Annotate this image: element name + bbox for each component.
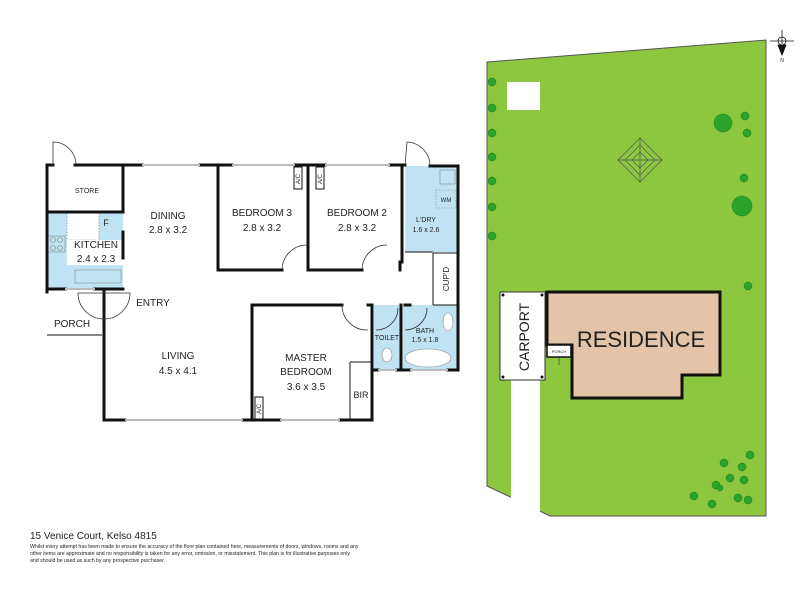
master-label-1: MASTER (285, 353, 327, 364)
kitchen-label: KITCHEN (74, 240, 118, 251)
laundry-label: L'DRY (416, 217, 436, 224)
living-size: 4.5 x 4.1 (159, 366, 198, 377)
toilet-label: TOILET (375, 335, 400, 342)
bir-label: BIR (353, 390, 369, 400)
carport (499, 291, 546, 381)
living-label: LIVING (162, 351, 195, 362)
bath-size: 1.5 x 1.8 (412, 337, 439, 344)
carport-label: CARPORT (516, 302, 532, 371)
driveway (511, 380, 540, 516)
dining-label: DINING (151, 211, 186, 222)
laundry-area (405, 166, 458, 252)
shed (507, 82, 540, 110)
floor-plan: STORE F KITCHEN 2.4 x 2.3 DINING 2.8 x 3… (45, 141, 460, 422)
ac-label-master: A/C (257, 403, 263, 414)
ac-label-bed3: A/C (296, 173, 302, 184)
property-address: 15 Venice Court, Kelso 4815 (30, 531, 157, 542)
site-porch-label: PORCH (552, 349, 567, 354)
ac-label-bed2: A/C (318, 173, 324, 184)
washing-machine-label: WM (441, 198, 452, 204)
bedroom3-size: 2.8 x 3.2 (243, 223, 282, 234)
store-label: STORE (75, 188, 99, 195)
bedroom2-label: BEDROOM 2 (327, 208, 387, 219)
cupboard-label: CUP'D (442, 267, 451, 291)
bedroom2-size: 2.8 x 3.2 (338, 223, 377, 234)
north-arrow-icon (770, 30, 794, 57)
north-label: N (780, 58, 784, 64)
entry-label: ENTRY (136, 298, 170, 309)
residence-label: RESIDENCE (577, 327, 705, 352)
bedroom3-label: BEDROOM 3 (232, 208, 292, 219)
lawn (486, 39, 767, 517)
site-plan: CARPORT PORCH RESIDENCE (486, 39, 767, 517)
dining-size: 2.8 x 3.2 (149, 225, 188, 236)
trees (487, 77, 755, 509)
master-label-2: BEDROOM (280, 367, 332, 378)
disclaimer: Whilst every attempt has been made to en… (30, 544, 359, 565)
laundry-size: 1.6 x 2.6 (413, 227, 440, 234)
master-size: 3.6 x 3.5 (287, 382, 326, 393)
fridge-label: F (103, 218, 109, 228)
porch-label: PORCH (54, 319, 90, 330)
kitchen-size: 2.4 x 2.3 (77, 254, 116, 265)
bath-label: BATH (416, 328, 434, 335)
tree-canopy-icon (617, 137, 663, 183)
